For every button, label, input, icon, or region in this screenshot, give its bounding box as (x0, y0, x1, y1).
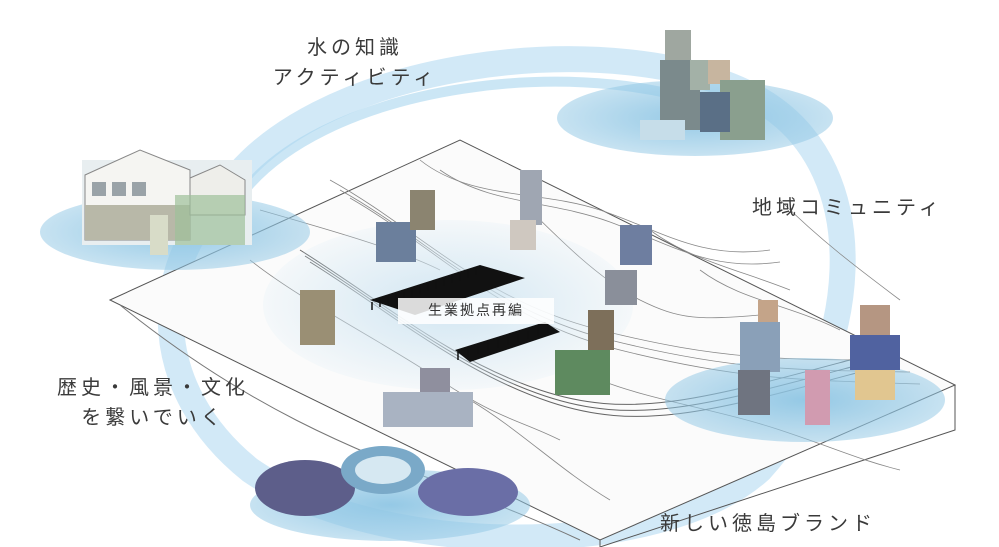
label-new-brand: 新しい徳島ブランド (660, 511, 876, 535)
townscape-illustration (82, 149, 252, 255)
center-label: 生業拠点再編 (398, 298, 554, 324)
people-center (300, 170, 652, 427)
label-water-knowledge-line1: 水の知識 (307, 35, 403, 59)
label-history-line2: を繋いでいく (81, 405, 225, 429)
label-regional-community: 地域コミュニティ (752, 195, 943, 219)
label-water-knowledge: 水の知識 アクティビティ (270, 32, 440, 92)
label-water-knowledge-line2: アクティビティ (272, 65, 438, 89)
label-history: 歴史・風景・文化 を繋いでいく (38, 372, 268, 432)
crafts-bottom (255, 446, 518, 516)
label-history-line1: 歴史・風景・文化 (57, 375, 249, 399)
people-top-right (640, 30, 765, 140)
people-right (738, 300, 900, 425)
